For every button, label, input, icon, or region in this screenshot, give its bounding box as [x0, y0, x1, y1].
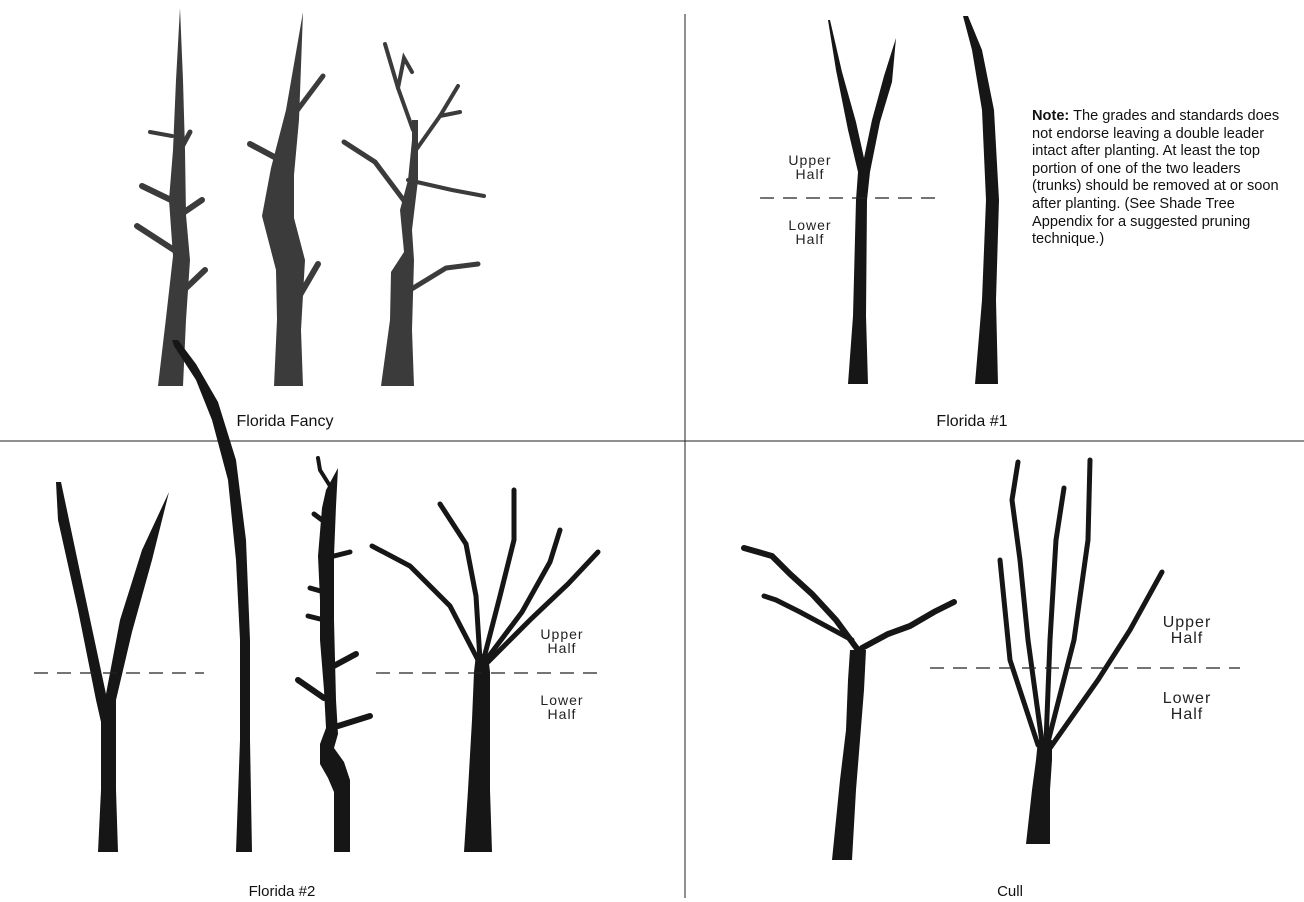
- fancy-tree-3: [341, 42, 486, 386]
- fancy-tree-1: [134, 8, 208, 386]
- double-leader-note: Note: The grades and standards does not …: [1032, 108, 1294, 249]
- caption-florida-1: Florida #1: [936, 413, 1008, 430]
- note-heading: Note:: [1032, 108, 1070, 124]
- cull-tree-broken-leader: [741, 545, 957, 860]
- caption-cull: Cull: [997, 883, 1023, 900]
- caption-florida-fancy: Florida Fancy: [236, 413, 334, 430]
- note-text: The grades and standards does not endors…: [1032, 108, 1280, 248]
- fancy-tree-2: [247, 12, 326, 386]
- one-tree-double-leader: [828, 20, 896, 384]
- two-tree-crooked: [295, 456, 373, 852]
- cull-tree-multi-leader: [997, 457, 1165, 844]
- caption-florida-2: Florida #2: [248, 883, 316, 900]
- one-tree-curved-leader: [963, 16, 999, 384]
- two-tree-v-leader: [56, 482, 169, 852]
- two-tree-multi-leader: [369, 487, 601, 852]
- two-tree-bent-trunk: [172, 340, 252, 852]
